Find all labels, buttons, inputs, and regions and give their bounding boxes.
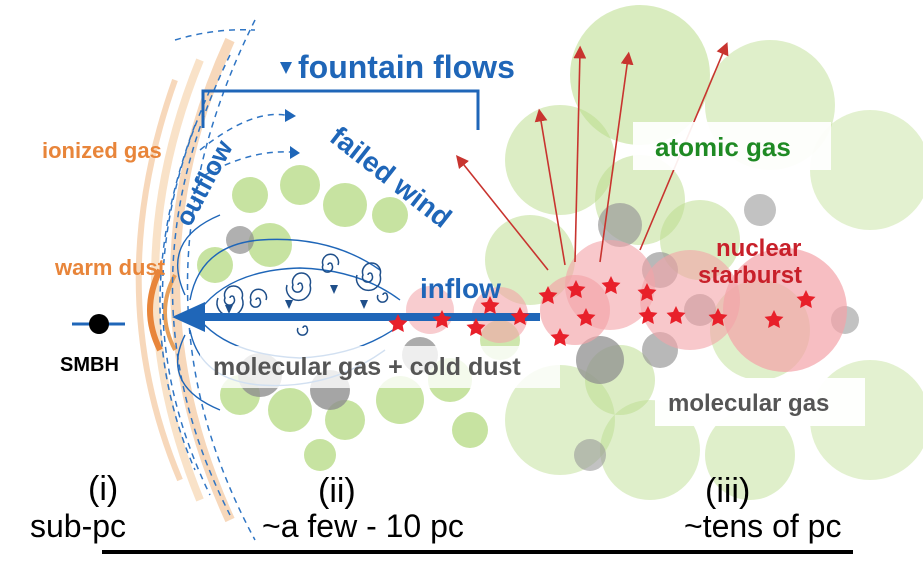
star-icon (432, 310, 452, 328)
inflow-arrow (172, 302, 540, 332)
fountain-arrow-icon (280, 62, 292, 74)
star-icon (388, 314, 408, 332)
ionized-gas-label: ionized gas (42, 138, 162, 163)
sub-pc-label: sub-pc (30, 508, 126, 544)
molecular-gas-box (655, 378, 865, 426)
stars (388, 276, 816, 346)
atomic-gas-box (633, 122, 831, 170)
region-i-label: (i) (88, 470, 118, 508)
spiral-icons (216, 253, 389, 336)
star-icon (764, 310, 784, 328)
star-icon (576, 308, 596, 326)
star-icon (538, 286, 558, 304)
inflow-label: inflow (420, 273, 501, 304)
spiral-icon (296, 325, 309, 336)
star-icon (638, 306, 658, 324)
smbh-marker (72, 314, 125, 334)
star-icon (510, 307, 530, 325)
dashed-arrowheads (285, 109, 300, 159)
fountain-flows-label: fountain flows (298, 49, 515, 85)
spiral-icon (249, 288, 268, 308)
smbh-label: SMBH (60, 354, 119, 376)
few-pc-label: ~a few - 10 pc (262, 508, 464, 544)
star-icon (666, 306, 686, 324)
region-ii-label: (ii) (318, 472, 356, 510)
star-icon (637, 283, 657, 301)
spiral-icon (355, 262, 382, 292)
starburst-label: starburst (698, 262, 802, 289)
fountain-flows-bracket (201, 89, 480, 130)
star-icon (708, 308, 728, 326)
tens-pc-label: ~tens of pc (684, 508, 841, 544)
molecular-gas-label: molecular gas (668, 390, 829, 417)
star-icon (601, 276, 621, 294)
spiral-icon (285, 272, 312, 302)
star-icon (566, 280, 586, 298)
warm-dust-label: warm dust (54, 255, 166, 280)
spiral-icon (376, 292, 389, 303)
small-down-arrows (225, 285, 368, 314)
region-iii-label: (iii) (705, 472, 750, 510)
star-icon (550, 328, 570, 346)
molecular-cold-box (200, 346, 560, 388)
smbh-dot-icon (89, 314, 109, 334)
nuclear-label: nuclear (716, 235, 801, 262)
star-icon (796, 290, 816, 308)
molecular-cold-label: molecular gas + cold dust (213, 353, 521, 381)
spiral-icon (321, 253, 340, 273)
star-icon (466, 318, 486, 336)
atomic-gas-label: atomic gas (655, 132, 791, 162)
star-icon (480, 296, 500, 314)
